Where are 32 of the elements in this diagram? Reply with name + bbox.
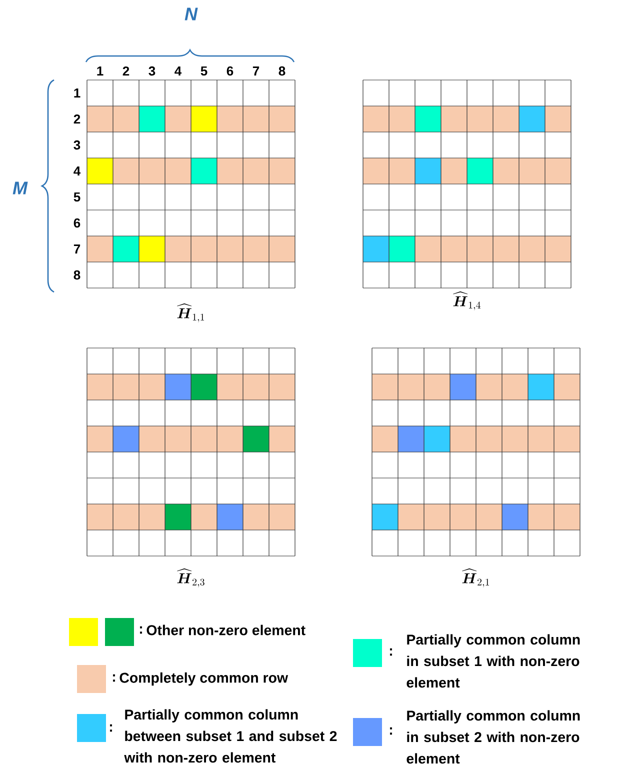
legend-text: Other non-zero element	[146, 624, 306, 636]
matrix-caption: $\widehat{\boldsymbol{H}}_{2,3}$	[177, 568, 204, 588]
column-number: 6	[226, 66, 234, 76]
axis-symbol: N	[184, 8, 198, 20]
row-number: 8	[74, 270, 80, 280]
colon: :	[140, 626, 142, 634]
column-number: 1	[97, 66, 104, 76]
matrix-caption: $\widehat{\boldsymbol{H}}_{2,1}$	[462, 568, 489, 588]
legend-text: Partially common column in subset 1 with non-zero element	[406, 634, 580, 688]
row-number: 5	[74, 192, 80, 202]
row-number: 6	[74, 218, 80, 228]
axis-symbol: M	[12, 182, 28, 194]
legend-text: Completely common row	[120, 672, 288, 686]
matrix-caption: $\widehat{\boldsymbol{H}}_{1,4}$	[453, 291, 480, 310]
colon: :	[390, 727, 392, 735]
colon: :	[390, 648, 392, 656]
legend-text: Partially common column in subset 2 with non-zero element	[406, 710, 580, 764]
row-number: 7	[74, 244, 80, 254]
column-number: 2	[122, 66, 130, 76]
matrix-caption: $\widehat{\boldsymbol{H}}_{1,1}$	[177, 303, 204, 322]
colon: :	[113, 674, 115, 682]
legend-text: Partially common column between subset 1 and subset 2 with non-zero element	[124, 709, 337, 763]
row-number: 1	[74, 88, 80, 98]
column-number: 3	[148, 66, 156, 76]
column-number: 4	[174, 66, 182, 76]
row-number: 4	[74, 166, 81, 176]
row-number: 3	[74, 140, 80, 150]
colon: :	[110, 724, 112, 732]
row-number: 2	[74, 114, 80, 124]
column-number: 8	[278, 66, 286, 76]
column-number: 7	[252, 66, 260, 76]
column-number: 5	[200, 66, 208, 76]
